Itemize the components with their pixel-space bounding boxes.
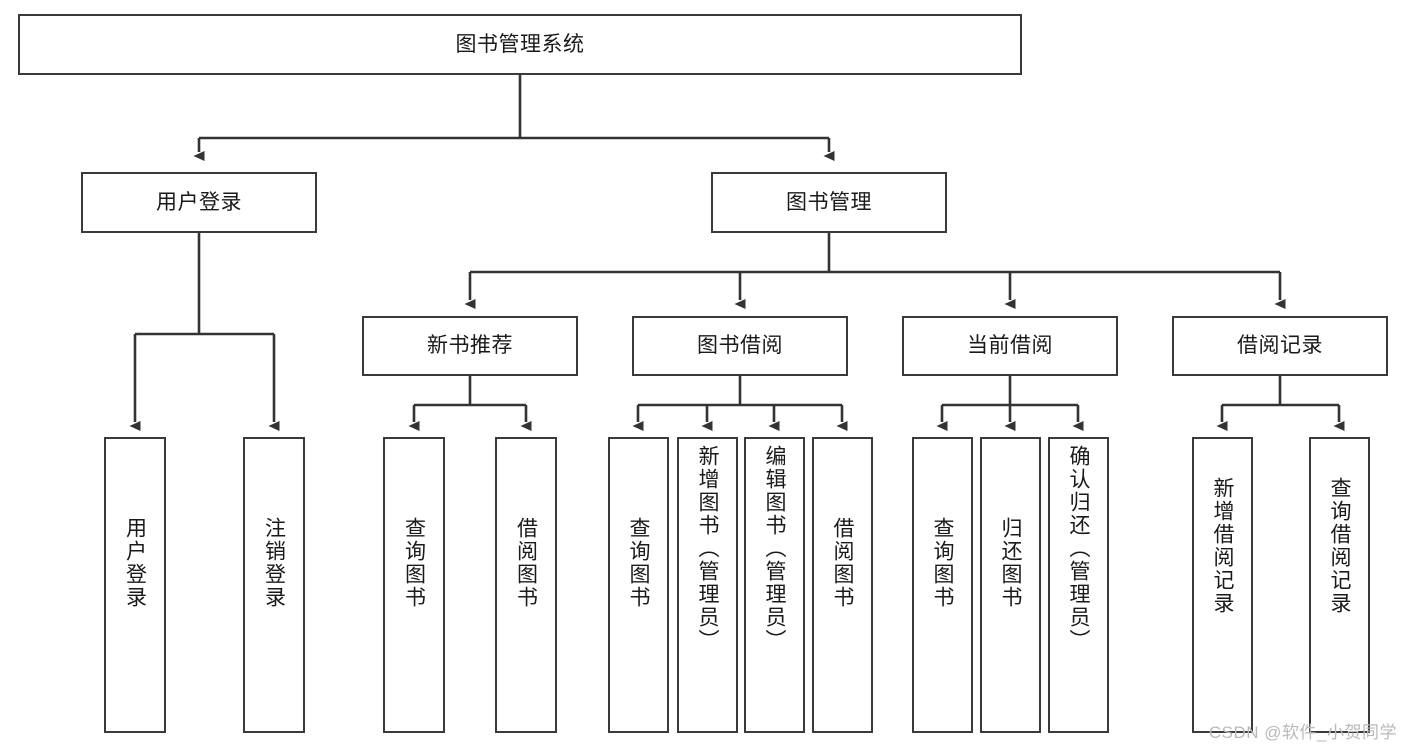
leaf-add-record[interactable]: 新增借阅记录 [1192,437,1253,733]
node-book-manage-label: 图书管理 [786,190,872,214]
leaf-query-book-2[interactable]: 查询图书 [608,437,669,733]
leaf-edit-book-label: 编辑图书（管理员） [763,445,786,652]
leaf-add-record-label: 新增借阅记录 [1211,477,1234,615]
node-new-book-recommend-label: 新书推荐 [427,334,513,358]
leaf-borrow-book-1-label: 借阅图书 [514,517,538,609]
leaf-return-book-label: 归还图书 [999,517,1022,609]
leaf-borrow-book-2[interactable]: 借阅图书 [812,437,873,733]
leaf-add-book[interactable]: 新增图书（管理员） [677,437,738,733]
node-book-borrow[interactable]: 图书借阅 [632,316,848,376]
leaf-user-login-label: 用户登录 [123,517,147,609]
leaf-return-book[interactable]: 归还图书 [980,437,1041,733]
node-user-login[interactable]: 用户登录 [81,172,317,233]
leaf-query-book-1-label: 查询图书 [402,517,426,609]
leaf-borrow-book-2-label: 借阅图书 [831,517,854,609]
leaf-query-record-label: 查询借阅记录 [1328,477,1351,615]
node-current-borrow-label: 当前借阅 [967,334,1053,358]
leaf-query-book-2-label: 查询图书 [627,517,650,609]
node-book-manage[interactable]: 图书管理 [711,172,947,233]
leaf-query-record[interactable]: 查询借阅记录 [1309,437,1370,733]
leaf-user-logout-label: 注销登录 [262,517,286,609]
leaf-add-book-label: 新增图书（管理员） [696,445,719,652]
leaf-query-book-3[interactable]: 查询图书 [912,437,973,733]
leaf-query-book-3-label: 查询图书 [931,517,954,609]
leaf-user-logout[interactable]: 注销登录 [243,437,305,733]
node-book-borrow-label: 图书借阅 [697,334,783,358]
node-new-book-recommend[interactable]: 新书推荐 [362,316,578,376]
node-borrow-record-label: 借阅记录 [1237,334,1323,358]
node-borrow-record[interactable]: 借阅记录 [1172,316,1388,376]
leaf-confirm-return[interactable]: 确认归还（管理员） [1048,437,1109,733]
leaf-confirm-return-label: 确认归还（管理员） [1067,445,1090,652]
leaf-user-login[interactable]: 用户登录 [104,437,166,733]
node-root[interactable]: 图书管理系统 [18,14,1022,75]
leaf-edit-book[interactable]: 编辑图书（管理员） [744,437,805,733]
node-user-login-label: 用户登录 [156,190,242,214]
leaf-query-book-1[interactable]: 查询图书 [383,437,445,733]
node-root-label: 图书管理系统 [455,32,585,56]
leaf-borrow-book-1[interactable]: 借阅图书 [495,437,557,733]
node-current-borrow[interactable]: 当前借阅 [902,316,1118,376]
